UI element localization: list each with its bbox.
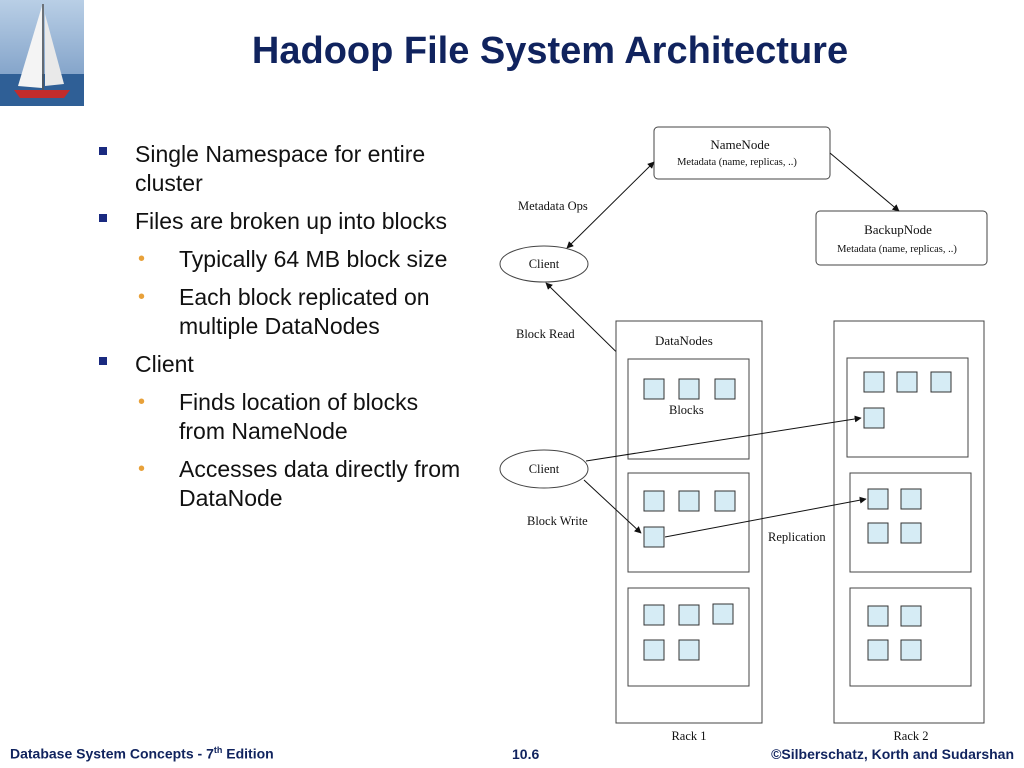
client-bottom-ellipse [499,449,589,489]
block [900,488,922,510]
bullet-text: Finds location of blocks from NameNode [179,389,419,444]
backupnode-subtitle: Metadata (name, replicas, ..) [837,244,957,255]
block [678,378,700,400]
namenode-subtitle: Metadata (name, replicas, ..) [677,157,797,168]
metadata-ops-arrow [566,161,655,249]
dot-bullet-icon: • [138,286,146,308]
datanodes-label: DataNodes [655,333,713,348]
bullet-item: Files are broken up into blocks [96,207,466,236]
footer-page-number: 10.6 [512,746,540,762]
sub-bullet-item: • Typically 64 MB block size [96,245,466,274]
bullet-text: Single Namespace for entire cluster [135,141,426,196]
block-write-arrow [583,479,642,534]
sub-bullet-item: • Finds location of blocks from NameNode [96,388,466,446]
rack2-datanode-3 [849,587,972,687]
block [867,488,889,510]
replication-arrow [664,496,867,538]
block [867,639,889,661]
block [643,378,665,400]
bullet-text: Accesses data directly from DataNode [179,456,461,511]
bullet-item: Client [96,350,466,379]
rack1-datanode-1 [627,358,750,460]
block [643,639,665,661]
block [863,371,885,393]
slide-title: Hadoop File System Architecture [251,30,849,72]
block [643,490,665,512]
sub-bullet-item: • Each block replicated on multiple DataN… [96,283,466,341]
square-bullet-icon [99,214,107,222]
block-write-label: Block Write [527,514,588,528]
block [643,526,665,548]
block-read-label: Block Read [516,327,575,341]
square-bullet-icon [99,357,107,365]
block [678,639,700,661]
replication-label: Replication [768,530,826,544]
client-top-ellipse [499,245,589,283]
metadata-ops-label: Metadata Ops [518,199,588,213]
block [714,490,736,512]
bullet-text: Typically 64 MB block size [179,246,448,272]
block [678,490,700,512]
block [930,371,952,393]
blocks-label: Blocks [669,403,704,417]
backupnode-title: BackupNode [864,222,932,237]
namenode-box [653,126,831,180]
footer-copyright: ©Silberschatz, Korth and Sudarshan [771,746,1014,762]
sailboat-logo [0,0,84,106]
block [643,604,665,626]
rack2-label: Rack 2 [893,729,928,743]
bullet-text: Files are broken up into blocks [135,208,447,234]
bullet-item: Single Namespace for entire cluster [96,140,466,198]
rack1-label: Rack 1 [671,729,706,743]
block [900,605,922,627]
rack1-datanode-3 [627,587,750,687]
bullet-text: Each block replicated on multiple DataNo… [179,284,430,339]
sub-bullet-item: • Accesses data directly from DataNode [96,455,466,513]
namenode-to-backupnode-arrow [829,152,900,212]
dot-bullet-icon: • [138,458,146,480]
dot-bullet-icon: • [138,391,146,413]
block [900,639,922,661]
block [714,378,736,400]
block [867,522,889,544]
block [863,407,885,429]
backupnode-box [815,210,988,266]
bullet-text: Client [135,351,194,377]
client-top-label: Client [529,257,560,271]
dot-bullet-icon: • [138,248,146,270]
block [712,603,734,625]
namenode-title: NameNode [710,137,769,152]
block [678,604,700,626]
bullet-list: Single Namespace for entire cluster File… [96,140,466,522]
client-to-rack2-arrow [585,415,862,462]
footer-book-title: Database System Concepts - 7th Edition [10,745,274,762]
square-bullet-icon [99,147,107,155]
client-bottom-label: Client [529,462,560,476]
block [867,605,889,627]
rack1-datanode-2 [627,472,750,573]
block [900,522,922,544]
block [896,371,918,393]
